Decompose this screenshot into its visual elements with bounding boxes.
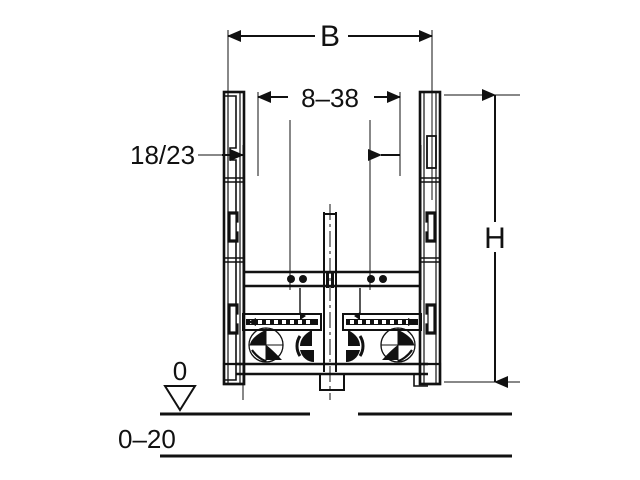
bolt-head [299,275,307,283]
floor-lines [160,412,512,458]
datum-level-symbol: 0 [163,356,197,412]
dim-H-label: H [484,222,506,255]
dimension-inner-width: 8–38 [257,83,401,113]
bolt-head [379,275,387,283]
dimension-H: H [482,89,508,388]
swivel-clamp-details [248,288,416,363]
dimension-B: B [227,20,433,53]
clamp-right [380,327,416,363]
dim-rail-thickness-label: 18/23 [130,140,195,170]
floor-buildup-label: 0–20 [118,424,176,454]
dim-B-label: B [320,20,340,53]
clamp-center [295,330,365,362]
bolt-head [367,275,375,283]
clamp-left [248,327,284,363]
toothed-clamp-rails [242,313,422,331]
dim-inner-width-label: 8–38 [301,83,359,113]
datum-label: 0 [173,356,187,386]
dimension-rail-thickness: 18/23 [130,140,400,170]
center-vertical-post [323,204,337,400]
bolt-head [287,275,295,283]
base-rail-assembly [236,362,428,391]
right-vertical-rail [418,90,442,386]
center-foot [319,374,345,391]
horizontal-crossbar [244,270,420,288]
left-vertical-rail [222,90,246,386]
